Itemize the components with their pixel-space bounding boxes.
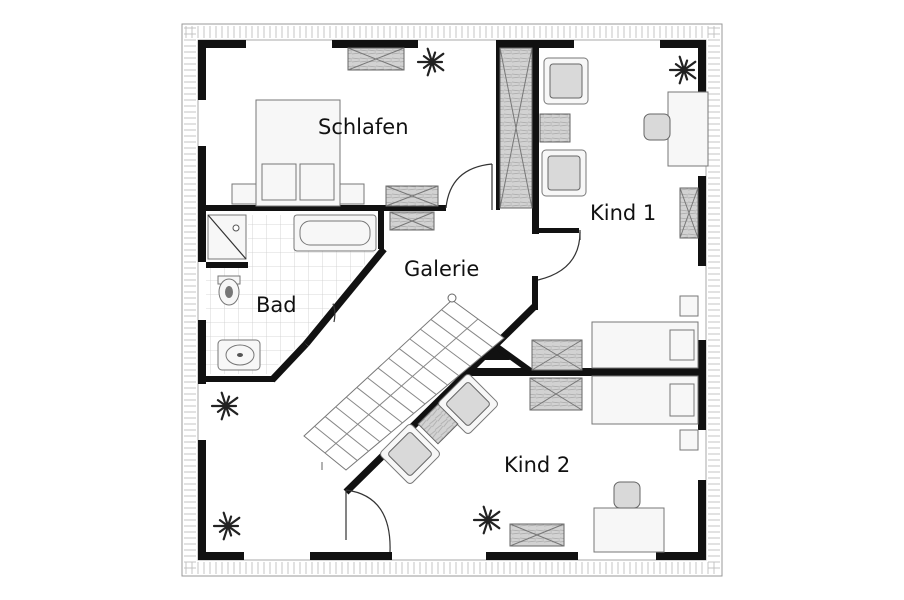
sink-icon — [217, 339, 261, 371]
wood-radiator-kind2 — [509, 523, 565, 547]
room-label-galerie: Galerie — [404, 257, 479, 281]
chair-icon — [541, 149, 587, 197]
plant-icon — [668, 55, 697, 85]
shower-icon — [207, 214, 247, 260]
door-swing-schlafen — [445, 163, 493, 209]
bed-icon — [231, 99, 365, 207]
door-swing-kind2 — [345, 489, 391, 553]
chair-icon — [380, 424, 440, 484]
wood-radiator-schlafen — [347, 47, 405, 71]
room-label-kind2: Kind 2 — [504, 453, 570, 477]
wood-radiator-hall — [385, 185, 439, 231]
wardrobe — [499, 47, 533, 209]
chair-icon — [438, 374, 498, 434]
toilet-icon — [217, 275, 241, 306]
desk-kind2 — [593, 481, 665, 553]
staircase-icon — [303, 293, 505, 471]
walls — [198, 40, 706, 560]
room-label-bad: Bad — [256, 293, 297, 317]
plant-icon — [210, 391, 239, 421]
room-label-schlafen: Schlafen — [318, 115, 409, 139]
wood-radiator-kind1 — [679, 187, 699, 239]
room-label-kind1: Kind 1 — [590, 201, 656, 225]
nightstand-kind1 — [679, 295, 699, 317]
bed-icon — [591, 295, 699, 369]
column-marker — [482, 342, 510, 360]
desk-kind1 — [643, 91, 709, 167]
nightstand-right — [339, 183, 365, 205]
nightstand-kind2 — [679, 429, 699, 451]
bed-icon — [591, 375, 699, 451]
chair-icon — [543, 57, 589, 105]
plant-icon — [212, 511, 241, 541]
bathroom-floor — [206, 215, 376, 374]
wood-radiator-center — [529, 339, 583, 411]
plant-icon — [416, 47, 445, 77]
bathtub-icon — [293, 214, 377, 252]
side-table-kind2 — [417, 403, 459, 445]
nightstand-left — [231, 183, 257, 205]
plant-icon — [472, 505, 501, 535]
side-table-kind1 — [539, 113, 571, 143]
